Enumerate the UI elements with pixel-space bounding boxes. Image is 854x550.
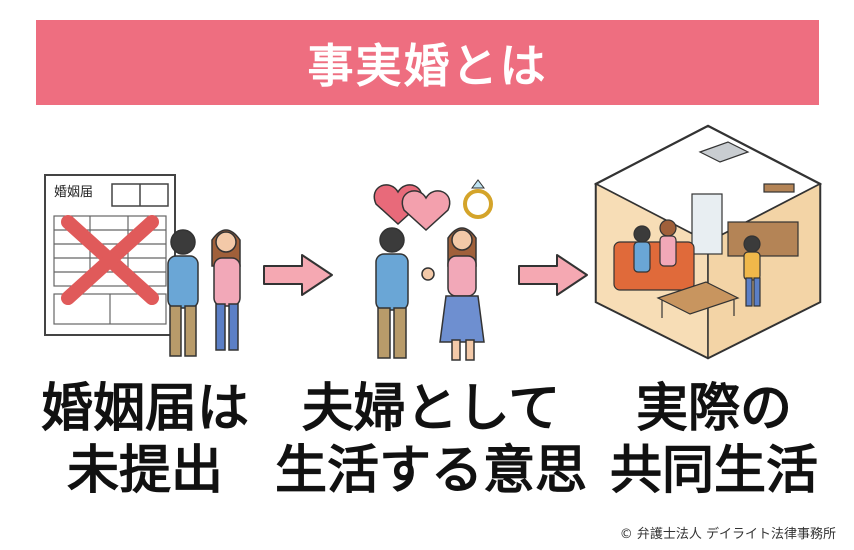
coffee-table <box>656 281 740 318</box>
family-figures <box>633 219 761 307</box>
woman-figure <box>439 227 485 361</box>
hearts-icon <box>373 184 451 232</box>
ring-icon <box>463 179 493 219</box>
caption-step-2-line-1: 夫婦として <box>301 379 561 439</box>
right-arrow-icon <box>263 254 333 296</box>
caption-step-1-line-2: 未提出 <box>66 441 223 501</box>
man-figure <box>167 229 199 357</box>
caption-step-1: 婚姻届は 未提出 <box>20 378 270 502</box>
caption-step-3: 実際の 共同生活 <box>594 378 834 502</box>
illustration-house-cutaway <box>593 124 823 360</box>
sofa <box>613 241 695 291</box>
woman-figure <box>211 229 241 351</box>
cross-icon <box>61 215 159 305</box>
kitchen <box>691 141 799 257</box>
illustration-unsubmitted-form: 婚姻届 <box>44 174 241 357</box>
caption-step-3-line-2: 共同生活 <box>609 441 818 501</box>
right-arrow-icon <box>518 254 588 296</box>
marriage-form-document: 婚姻届 <box>44 174 176 336</box>
caption-step-2: 夫婦として 生活する意思 <box>272 378 590 502</box>
caption-step-2-line-2: 生活する意思 <box>274 441 587 501</box>
held-hands <box>421 267 435 281</box>
caption-step-3-line-1: 実際の <box>635 379 792 439</box>
caption-step-1-line-1: 婚姻届は <box>40 379 249 439</box>
illustration-couple-hands <box>373 179 493 361</box>
man-figure <box>375 227 409 359</box>
form-label: 婚姻届 <box>54 185 93 200</box>
title-banner: 事実婚とは <box>36 20 819 105</box>
copyright-credit: © 弁護士法人 デイライト法律事務所 <box>619 527 836 542</box>
page-title: 事実婚とは <box>307 38 548 93</box>
